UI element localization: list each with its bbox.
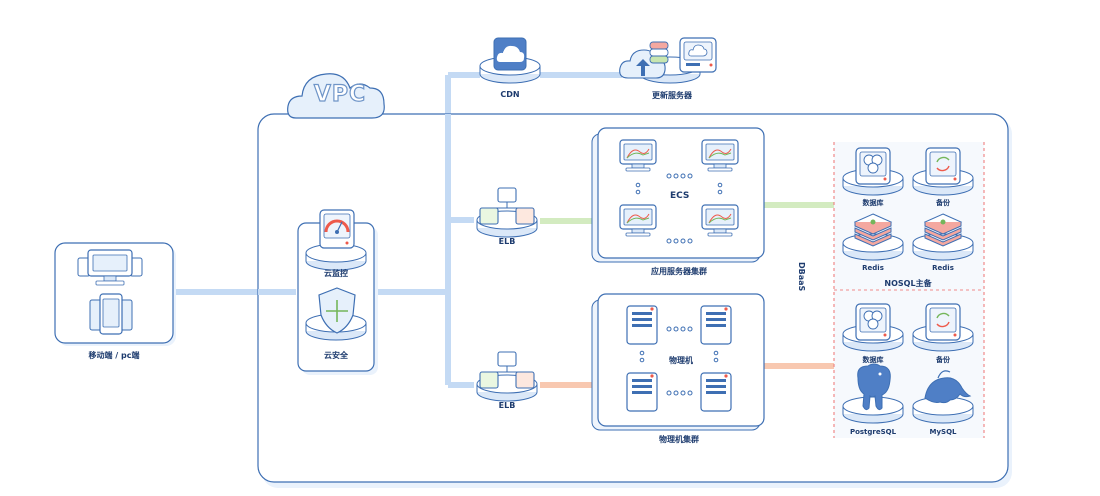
dbaas-side-label: DBaaS — [797, 262, 806, 292]
physical-server-icon — [626, 305, 658, 345]
top-backup-label: 备份 — [936, 199, 950, 207]
database-stack-icon — [649, 41, 669, 64]
elb-bottom-label: ELB — [498, 401, 516, 410]
bottom-backup-label: 备份 — [936, 356, 950, 364]
physical-server-icon — [700, 372, 732, 412]
inner-connections — [258, 114, 834, 388]
physical-cluster-label: 物理机集群 — [659, 435, 699, 444]
update-server-label: 更新服务器 — [652, 91, 692, 100]
ecs-center-label: ECS — [670, 191, 690, 201]
postgresql-elephant-icon — [857, 363, 891, 411]
redis-label-2: Redis — [932, 264, 954, 272]
postgres-pedestal — [842, 396, 904, 424]
mobile-devices-icon — [89, 293, 133, 335]
top-database-label: 数据库 — [862, 199, 884, 207]
cdn-label: CDN — [500, 90, 520, 99]
vpc-cloud-icon — [287, 73, 385, 119]
cdn-icon-text: CDN — [502, 50, 518, 57]
postgresql-label: PostgreSQL — [849, 428, 897, 436]
app-cluster-label: 应用服务器集群 — [651, 267, 707, 276]
physical-server-icon — [626, 372, 658, 412]
database-icon — [855, 303, 891, 341]
physical-center-label: 物理机 — [669, 356, 693, 365]
cdn-icon — [493, 37, 527, 71]
backup-icon — [925, 147, 961, 185]
cloud-security-shield-icon — [318, 287, 356, 334]
cloud-monitor-icon — [319, 209, 355, 249]
cloud-monitor-label: 云监控 — [324, 269, 348, 278]
mysql-dolphin-icon — [924, 370, 972, 404]
cloud-security-label: 云安全 — [324, 351, 348, 360]
mysql-label: MySQL — [929, 428, 957, 436]
vpc-label: VPC — [313, 81, 367, 107]
desktop-icon — [77, 249, 143, 286]
bottom-database-label: 数据库 — [862, 356, 884, 364]
redis-label-1: Redis — [862, 264, 884, 272]
backup-icon — [925, 303, 961, 341]
client-label: 移动端 / pc端 — [88, 351, 140, 360]
physical-server-icon — [700, 305, 732, 345]
elb-top-label: ELB — [498, 237, 516, 246]
update-server-icon — [679, 37, 717, 73]
database-icon — [855, 147, 891, 185]
nosql-label: NOSQL主备 — [884, 279, 932, 288]
